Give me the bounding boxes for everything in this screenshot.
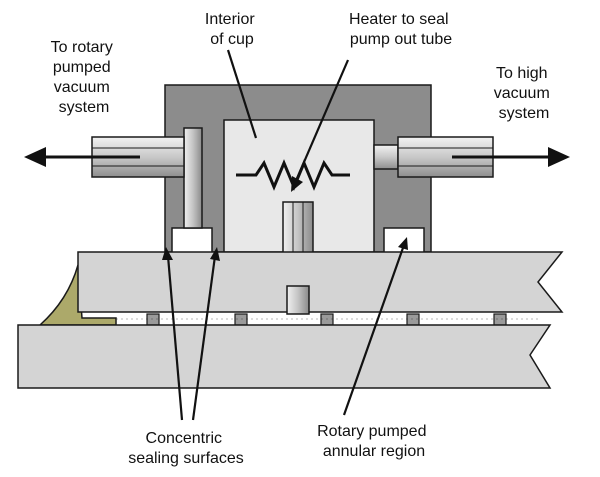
arrowhead-annular [398, 237, 408, 250]
lower-plate [17, 324, 552, 389]
label-high-vacuum: To high vacuum system [494, 65, 554, 122]
label-heater: Heater to seal pump out tube [349, 11, 453, 48]
label-annular: Rotary pumped annular region [317, 423, 431, 460]
arrowhead-concentric-a [162, 247, 173, 260]
right-connector [373, 144, 399, 170]
spacer-3 [320, 313, 334, 326]
left-arrow [24, 147, 140, 167]
spacer-1 [146, 313, 160, 326]
leader-interior [226, 49, 258, 139]
sealing-ring-left [171, 227, 213, 255]
leader-concentric-b [191, 255, 217, 421]
leader-lines [166, 49, 406, 421]
spacer-5 [493, 313, 507, 326]
leader-concentric-a [166, 255, 184, 421]
arrowhead-heater [291, 176, 303, 192]
spacer-2 [234, 313, 248, 326]
upper-plate [77, 251, 564, 313]
spacer-4 [406, 313, 420, 326]
label-rotary: To rotary pumped vacuum system [51, 39, 118, 116]
leader-heater [293, 59, 350, 184]
pump-out-nozzle [286, 285, 310, 315]
label-concentric: Concentric sealing surfaces [128, 430, 244, 467]
left-post [183, 127, 203, 229]
leader-annular [342, 244, 406, 416]
right-arrow [452, 147, 570, 167]
arrowhead-concentric-b [210, 247, 220, 261]
label-interior: Interior of cup [205, 11, 259, 48]
